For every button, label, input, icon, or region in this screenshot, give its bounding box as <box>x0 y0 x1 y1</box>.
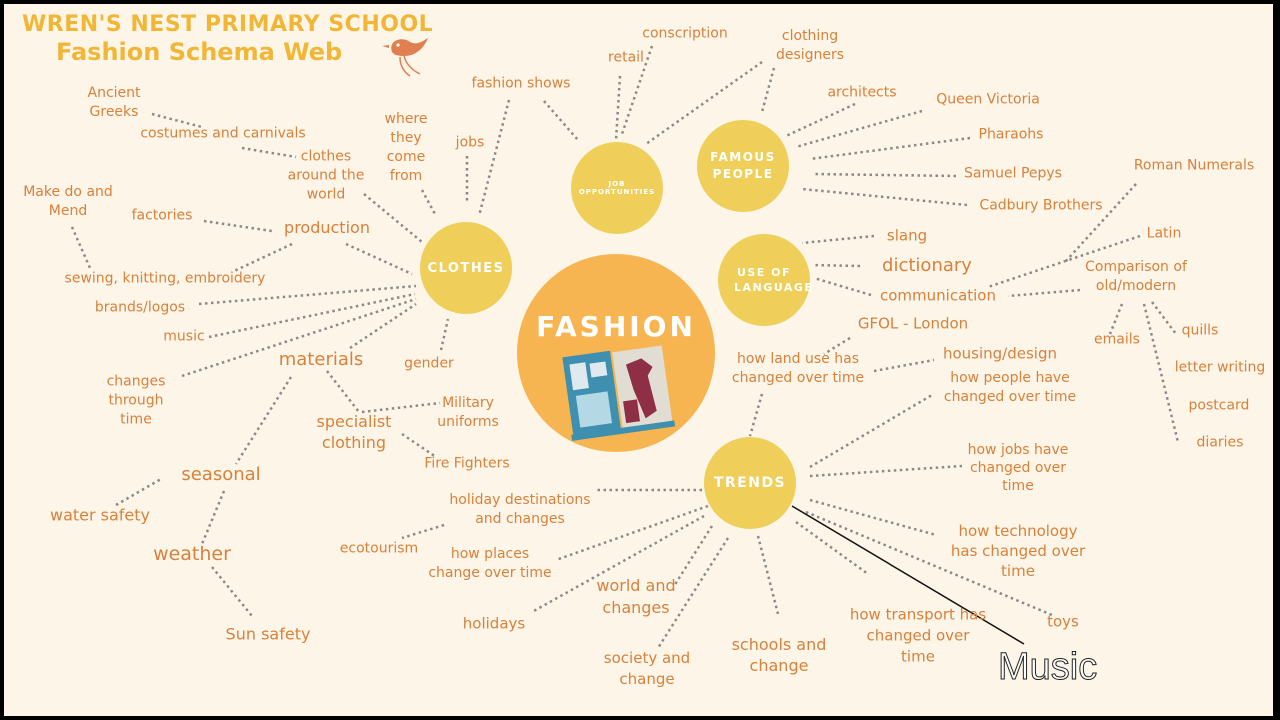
famous-people-node: FAMOUS PEOPLE <box>697 120 789 212</box>
label-samuel-pepys: Samuel Pepys <box>964 165 1062 182</box>
label-costumes-and-carnivals: costumes and carnivals <box>140 125 306 142</box>
clothes-node-label: CLOTHES <box>427 260 505 276</box>
label-gender: gender <box>404 355 454 372</box>
label-diaries: diaries <box>1196 434 1244 451</box>
job-opportunities-node: JOB OPPORTUNITIES <box>571 142 663 234</box>
label-housing-design: housing/design <box>942 344 1058 363</box>
label-weather: weather <box>153 543 231 565</box>
label-letter-writing: letter writing <box>1174 359 1266 376</box>
trends-node: TRENDS <box>704 437 796 529</box>
label-schools-and-change: schools and change <box>731 635 827 675</box>
label-jobs: jobs <box>455 134 485 151</box>
label-queen-victoria: Queen Victoria <box>936 91 1040 108</box>
label-holiday-destinations: holiday destinations and changes <box>449 492 591 527</box>
label-materials: materials <box>278 349 364 370</box>
job-opportunities-node-label: JOB OPPORTUNITIES <box>578 180 656 196</box>
fashion-magazine-icon <box>562 345 676 441</box>
label-postcard: postcard <box>1188 397 1250 414</box>
label-roman-numerals: Roman Numerals <box>1133 157 1255 174</box>
schema-web-board: WREN'S NEST PRIMARY SCHOOL Fashion Schem… <box>4 4 1273 716</box>
fishing-bird-logo-icon <box>382 38 428 77</box>
label-communication: communication <box>879 286 997 305</box>
label-toys: toys <box>1047 612 1079 631</box>
label-brands-logos: brands/logos <box>94 299 186 316</box>
fashion-hub-label: FASHION <box>536 309 696 343</box>
label-latin: Latin <box>1146 225 1182 242</box>
label-production: production <box>284 218 370 237</box>
famous-people-node-label: FAMOUS PEOPLE <box>710 150 776 181</box>
use-of-language-node-label: USE OF LANGUAGE <box>734 266 814 294</box>
label-clothes-around-the-world: clothes around the world <box>287 148 365 203</box>
use-of-language-node: USE OF LANGUAGE <box>718 234 814 326</box>
label-how-people-have-changed: how people have changed over time <box>943 370 1077 405</box>
label-where-they-come-from: where they come from <box>384 111 428 184</box>
label-ancient-greeks: Ancient Greeks <box>87 85 141 120</box>
label-comparison-old-modern: Comparison of old/modern <box>1085 259 1187 294</box>
label-changes-through-time: changes through time <box>106 373 166 428</box>
connector-lines <box>70 45 1180 649</box>
label-how-technology-has-changed: how technology has changed over time <box>950 522 1086 580</box>
label-how-jobs-have-changed: how jobs have changed over time <box>967 442 1069 494</box>
label-retail: retail <box>608 49 644 66</box>
label-music: music <box>163 328 205 345</box>
label-water-safety: water safety <box>49 505 151 525</box>
label-fashion-shows: fashion shows <box>471 75 571 92</box>
label-sewing-knitting-embroidery: sewing, knitting, embroidery <box>64 270 266 287</box>
label-sun-safety: Sun safety <box>225 624 311 644</box>
trends-node-label: TRENDS <box>713 475 787 491</box>
music-annotation: Music <box>997 646 1098 689</box>
label-specialist-clothing: specialist clothing <box>316 412 392 452</box>
label-world-and-changes: world and changes <box>596 576 676 617</box>
label-clothing-designers: clothing designers <box>775 28 845 63</box>
label-conscription: conscription <box>642 25 728 42</box>
label-dictionary: dictionary <box>882 255 972 276</box>
label-fire-fighters: Fire Fighters <box>424 455 510 472</box>
label-seasonal: seasonal <box>181 464 261 485</box>
label-quills: quills <box>1181 322 1219 339</box>
label-factories: factories <box>131 207 193 224</box>
label-how-places-change: how places change over time <box>428 546 552 581</box>
label-make-do-and-mend: Make do and Mend <box>23 184 113 219</box>
label-gfol-london: GFOL - London <box>857 314 969 333</box>
label-holidays: holidays <box>462 614 526 633</box>
label-military-uniforms: Military uniforms <box>437 395 499 430</box>
school-name: WREN'S NEST PRIMARY SCHOOL <box>22 12 434 37</box>
label-cadbury-brothers: Cadbury Brothers <box>979 197 1103 214</box>
label-emails: emails <box>1094 331 1140 348</box>
label-how-land-use-has-changed: how land use has changed over time <box>731 351 865 386</box>
label-how-transport-has-changed: how transport has changed over time <box>849 605 987 666</box>
label-society-and-change: society and change <box>603 649 691 688</box>
page-title: Fashion Schema Web <box>56 38 343 66</box>
label-pharaohs: Pharaohs <box>978 126 1044 143</box>
clothes-node: CLOTHES <box>420 222 512 314</box>
label-ecotourism: ecotourism <box>339 540 419 557</box>
label-architects: architects <box>827 84 897 101</box>
label-slang: slang <box>886 226 928 245</box>
